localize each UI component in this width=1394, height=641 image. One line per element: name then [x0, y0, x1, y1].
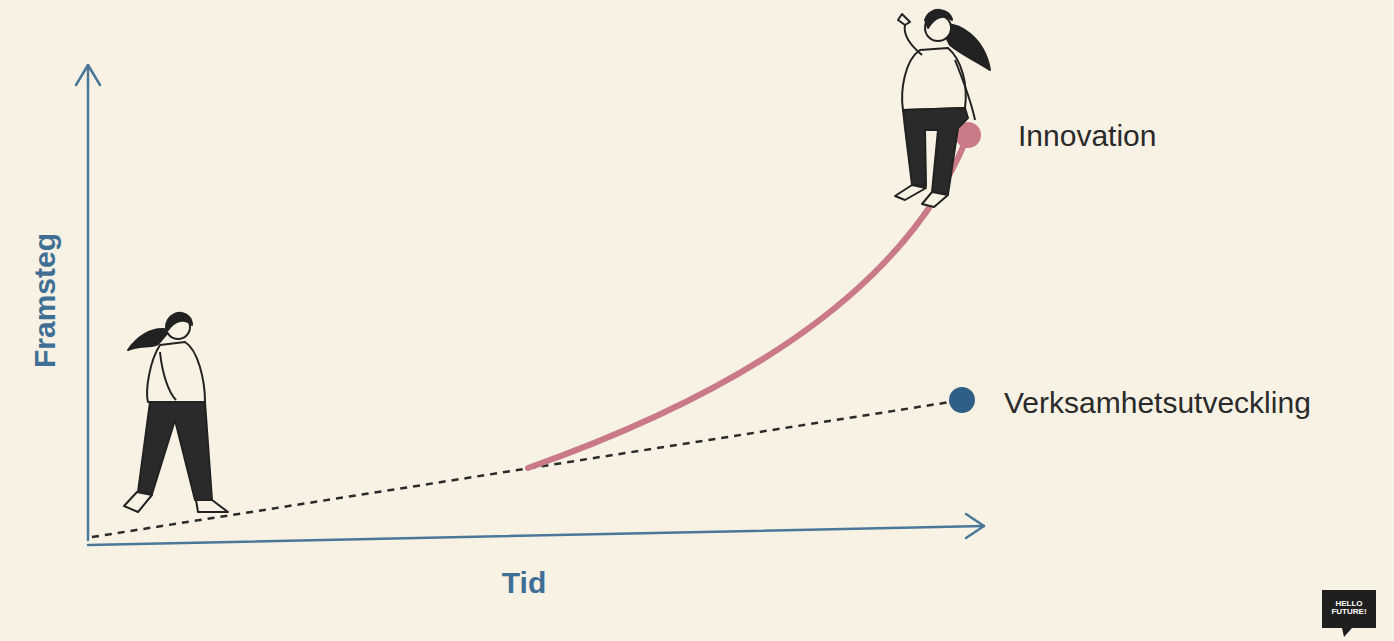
innovation-curve — [528, 140, 966, 468]
axis-label: Framsteg — [29, 232, 62, 367]
walking-woman — [124, 313, 228, 512]
axis-label: Tid — [502, 566, 546, 599]
logo-bubble — [1322, 590, 1376, 637]
trend-dot — [949, 387, 975, 413]
series-label: Verksamhetsutveckling — [1004, 386, 1311, 419]
trend-line — [92, 402, 950, 537]
logo-text: HELLO FUTURE! — [1327, 600, 1371, 616]
axes — [76, 65, 984, 545]
series-label: Innovation — [1018, 119, 1156, 152]
sitting-woman — [895, 10, 990, 207]
